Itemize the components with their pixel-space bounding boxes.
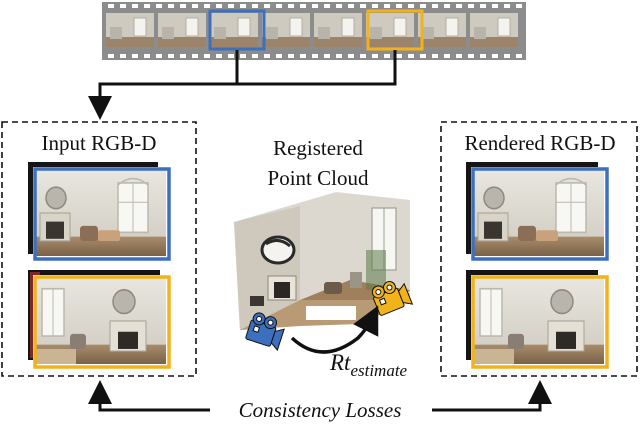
rendered-rgbd-image-blue <box>466 162 609 261</box>
rendered-rgbd-box <box>440 121 638 377</box>
selection-arrows <box>88 50 397 120</box>
consistency-arrows <box>88 380 552 412</box>
filmstrip-highlight-yellow <box>366 9 424 51</box>
camera-icon <box>369 275 413 318</box>
registered-label-line1: Registered <box>273 136 363 160</box>
rt-estimate-label: Rtestimate <box>329 350 408 380</box>
input-rgbd-box <box>1 121 197 377</box>
rendered-rgbd-image-yellow <box>466 270 609 369</box>
consistency-losses-label: Consistency Losses <box>239 398 402 422</box>
input-rgbd-image-yellow <box>28 270 171 369</box>
camera-icon <box>244 310 288 351</box>
input-rgbd-image-blue <box>28 162 171 261</box>
filmstrip-sprockets-bottom <box>108 54 522 58</box>
filmstrip <box>102 2 526 60</box>
filmstrip-highlight-blue <box>208 9 266 51</box>
point-cloud <box>234 192 410 330</box>
filmstrip-sprockets-top <box>108 4 522 8</box>
input-rgbd-label: Input RGB-D <box>42 131 157 155</box>
registered-label-line2: Point Cloud <box>268 166 369 190</box>
rendered-rgbd-label: Rendered RGB-D <box>464 131 615 155</box>
rt-transform-arrow <box>290 305 379 354</box>
